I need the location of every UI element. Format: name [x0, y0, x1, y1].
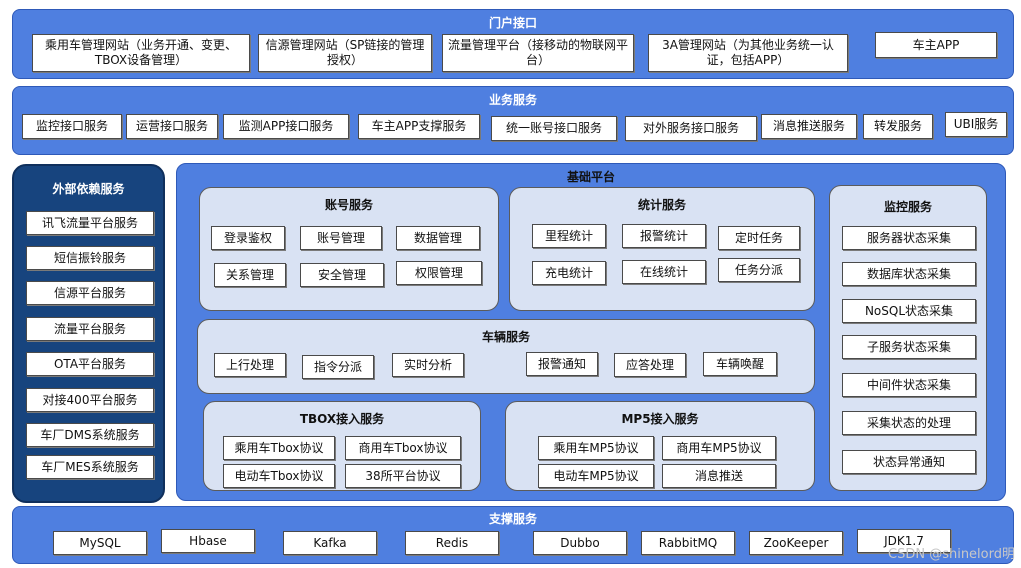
external-item: 短信振铃服务	[26, 246, 154, 270]
monitor-item: 采集状态的处理	[842, 411, 976, 435]
business-item: 消息推送服务	[761, 114, 857, 139]
stats-item: 里程统计	[532, 224, 606, 248]
account-service-panel: 账号服务 登录鉴权 账号管理 数据管理 关系管理 安全管理 权限管理	[199, 187, 499, 311]
account-item: 安全管理	[300, 263, 384, 287]
support-title: 支撑服务	[488, 512, 537, 526]
tbox-item: 38所平台协议	[345, 464, 461, 488]
account-item: 关系管理	[214, 263, 286, 287]
vehicle-item: 车辆唤醒	[703, 352, 777, 376]
portal-item: 乘用车管理网站（业务开通、变更、TBOX设备管理）	[32, 34, 250, 72]
portal-item: 3A管理网站（为其他业务统一认证，包括APP）	[648, 34, 848, 72]
stats-item: 报警统计	[622, 224, 706, 248]
portal-item: 流量管理平台（接移动的物联网平台）	[442, 34, 634, 72]
tbox-service-panel: TBOX接入服务 乘用车Tbox协议 商用车Tbox协议 电动车Tbox协议 3…	[203, 401, 481, 491]
monitor-item: 状态异常通知	[842, 450, 976, 474]
account-title: 账号服务	[324, 198, 373, 212]
monitor-item: NoSQL状态采集	[842, 299, 976, 323]
portal-item: 信源管理网站（SP链接的管理授权）	[258, 34, 432, 72]
mp5-item: 乘用车MP5协议	[538, 436, 654, 460]
business-layer: 业务服务 监控接口服务 运营接口服务 监测APP接口服务 车主APP支撑服务 统…	[12, 86, 1014, 155]
portal-layer: 门户接口 乘用车管理网站（业务开通、变更、TBOX设备管理） 信源管理网站（SP…	[12, 9, 1014, 79]
mp5-item: 商用车MP5协议	[662, 436, 776, 460]
external-item: 对接400平台服务	[26, 388, 154, 412]
stats-item: 充电统计	[532, 261, 606, 285]
support-item: Hbase	[161, 529, 255, 553]
tbox-item: 电动车Tbox协议	[223, 464, 335, 488]
base-platform-layer: 基础平台 账号服务 登录鉴权 账号管理 数据管理 关系管理 安全管理 权限管理 …	[176, 163, 1006, 501]
mp5-service-panel: MP5接入服务 乘用车MP5协议 商用车MP5协议 电动车MP5协议 消息推送	[505, 401, 815, 491]
vehicle-item: 上行处理	[214, 353, 286, 377]
portal-item: 车主APP	[875, 32, 997, 58]
stats-item: 在线统计	[622, 260, 706, 284]
external-services-panel: 外部依赖服务 讯飞流量平台服务 短信振铃服务 信源平台服务 流量平台服务 OTA…	[12, 164, 165, 503]
account-item: 账号管理	[300, 226, 382, 250]
vehicle-service-panel: 车辆服务 上行处理 指令分派 实时分析 报警通知 应答处理 车辆唤醒	[197, 319, 815, 394]
business-item: 对外服务接口服务	[625, 116, 757, 141]
vehicle-title: 车辆服务	[481, 330, 530, 344]
external-item: OTA平台服务	[26, 352, 154, 376]
business-title: 业务服务	[488, 93, 537, 107]
monitor-item: 子服务状态采集	[842, 335, 976, 359]
support-item: Dubbo	[533, 531, 627, 555]
support-item: ZooKeeper	[749, 531, 843, 555]
account-item: 登录鉴权	[211, 226, 285, 250]
vehicle-item: 应答处理	[614, 353, 686, 377]
business-item: 监测APP接口服务	[223, 114, 349, 139]
stats-service-panel: 统计服务 里程统计 报警统计 定时任务 充电统计 在线统计 任务分派	[509, 187, 815, 311]
mp5-item: 消息推送	[662, 464, 776, 488]
business-item: UBI服务	[945, 112, 1007, 137]
vehicle-item: 指令分派	[302, 355, 374, 379]
external-item: 信源平台服务	[26, 281, 154, 305]
external-item: 讯飞流量平台服务	[26, 211, 154, 235]
monitor-item: 数据库状态采集	[842, 262, 976, 286]
monitor-item: 服务器状态采集	[842, 226, 976, 250]
account-item: 数据管理	[396, 226, 480, 250]
base-title: 基础平台	[566, 170, 615, 184]
watermark: CSDN @shinelord明	[888, 547, 1015, 562]
tbox-item: 乘用车Tbox协议	[223, 436, 335, 460]
business-item: 统一账号接口服务	[491, 116, 617, 141]
tbox-item: 商用车Tbox协议	[345, 436, 461, 460]
support-item: JDK1.7	[857, 529, 951, 553]
account-item: 权限管理	[396, 261, 482, 285]
external-title: 外部依赖服务	[52, 182, 125, 196]
business-item: 车主APP支撑服务	[358, 114, 480, 139]
vehicle-item: 报警通知	[526, 352, 598, 376]
stats-item: 定时任务	[718, 226, 800, 250]
external-item: 流量平台服务	[26, 317, 154, 341]
tbox-title: TBOX接入服务	[299, 412, 385, 426]
portal-title: 门户接口	[488, 16, 537, 30]
vehicle-item: 实时分析	[392, 353, 464, 377]
business-item: 运营接口服务	[126, 114, 218, 139]
support-item: MySQL	[53, 531, 147, 555]
stats-item: 任务分派	[718, 258, 800, 282]
mp5-title: MP5接入服务	[621, 412, 699, 426]
external-item: 车厂MES系统服务	[26, 455, 154, 479]
support-item: Redis	[405, 531, 499, 555]
mp5-item: 电动车MP5协议	[538, 464, 654, 488]
business-item: 转发服务	[863, 114, 933, 139]
support-item: RabbitMQ	[641, 531, 735, 555]
external-item: 车厂DMS系统服务	[26, 423, 154, 447]
monitor-item: 中间件状态采集	[842, 373, 976, 397]
monitor-service-panel: 监控服务 服务器状态采集 数据库状态采集 NoSQL状态采集 子服务状态采集 中…	[829, 185, 987, 491]
stats-title: 统计服务	[637, 198, 686, 212]
monitor-title: 监控服务	[883, 200, 932, 214]
business-item: 监控接口服务	[22, 114, 122, 139]
support-item: Kafka	[283, 531, 377, 555]
support-layer: 支撑服务 MySQL Hbase Kafka Redis Dubbo Rabbi…	[12, 506, 1014, 564]
